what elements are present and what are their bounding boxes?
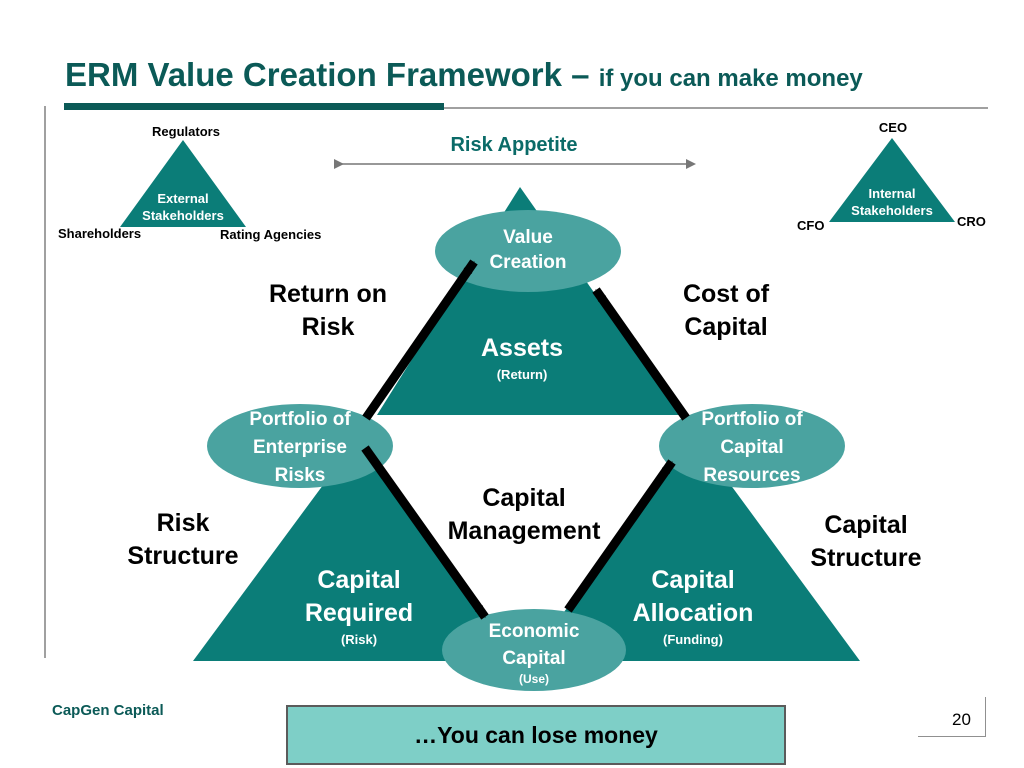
assets-triangle xyxy=(377,187,680,415)
page-number-divider-horizontal xyxy=(918,736,986,737)
tagline-text: …You can lose money xyxy=(414,721,658,748)
risk-structure-label: Risk Structure xyxy=(127,509,239,570)
cro-label: CRO xyxy=(957,214,986,229)
capital-structure-label: Capital Structure xyxy=(810,511,922,572)
capital-required-label: Capital Required xyxy=(304,566,414,627)
economic-capital-label: Economic Capital xyxy=(488,621,580,669)
capital-required-triangle xyxy=(193,435,520,661)
arrow-to-economic-capital xyxy=(361,445,489,620)
arrow-to-capital-resources xyxy=(564,459,676,613)
portfolio-risks-ellipse xyxy=(207,404,393,488)
cost-of-capital-label: Cost of Capital xyxy=(682,280,770,341)
arrow-cost-of-capital xyxy=(592,287,690,421)
portfolio-resources-ellipse xyxy=(659,404,845,488)
page-title: ERM Value Creation Framework – if you ca… xyxy=(65,56,863,94)
external-stakeholders-triangle xyxy=(120,140,246,227)
economic-capital-sub-label: (Use) xyxy=(518,672,550,686)
value-creation-ellipse xyxy=(435,210,621,292)
assets-sub-label: (Return) xyxy=(496,367,548,382)
value-creation-label: Value Creation xyxy=(489,227,567,273)
portfolio-resources-label: Portfolio of Capital Resources xyxy=(701,409,803,486)
arrow-return-on-risk xyxy=(362,259,478,421)
internal-stakeholders-triangle xyxy=(829,138,955,222)
external-stakeholders-label: External Stakeholders xyxy=(142,191,224,223)
rating-agencies-label: Rating Agencies xyxy=(220,227,322,242)
ceo-label: CEO xyxy=(878,120,908,135)
tagline-box: …You can lose money xyxy=(286,705,786,765)
footer-brand: CapGen Capital xyxy=(52,702,164,719)
cfo-label: CFO xyxy=(797,218,825,233)
assets-label: Assets xyxy=(481,334,563,362)
capital-allocation-triangle xyxy=(528,435,860,661)
frame-left-line xyxy=(44,106,46,658)
internal-stakeholders-label: Internal Stakeholders xyxy=(851,186,933,218)
portfolio-risks-label: Portfolio of Enterprise Risks xyxy=(249,409,351,486)
shareholders-label: Shareholders xyxy=(58,226,142,241)
page-number: 20 xyxy=(952,710,971,729)
regulators-label: Regulators xyxy=(152,124,220,139)
return-on-risk-label: Return on Risk xyxy=(268,280,388,341)
page-number-divider-vertical xyxy=(985,697,986,737)
economic-capital-ellipse xyxy=(442,609,626,691)
title-main: ERM Value Creation Framework – xyxy=(65,56,590,93)
title-underline xyxy=(64,103,444,110)
capital-required-sub-label: (Risk) xyxy=(340,632,378,647)
capital-allocation-label: Capital Allocation xyxy=(632,566,754,627)
risk-appetite-label: Risk Appetite xyxy=(450,134,578,156)
frame-top-line xyxy=(444,107,988,109)
capital-allocation-sub-label: (Funding) xyxy=(663,632,723,647)
title-sub: if you can make money xyxy=(598,65,863,92)
capital-management-label: Capital Management xyxy=(447,484,601,545)
